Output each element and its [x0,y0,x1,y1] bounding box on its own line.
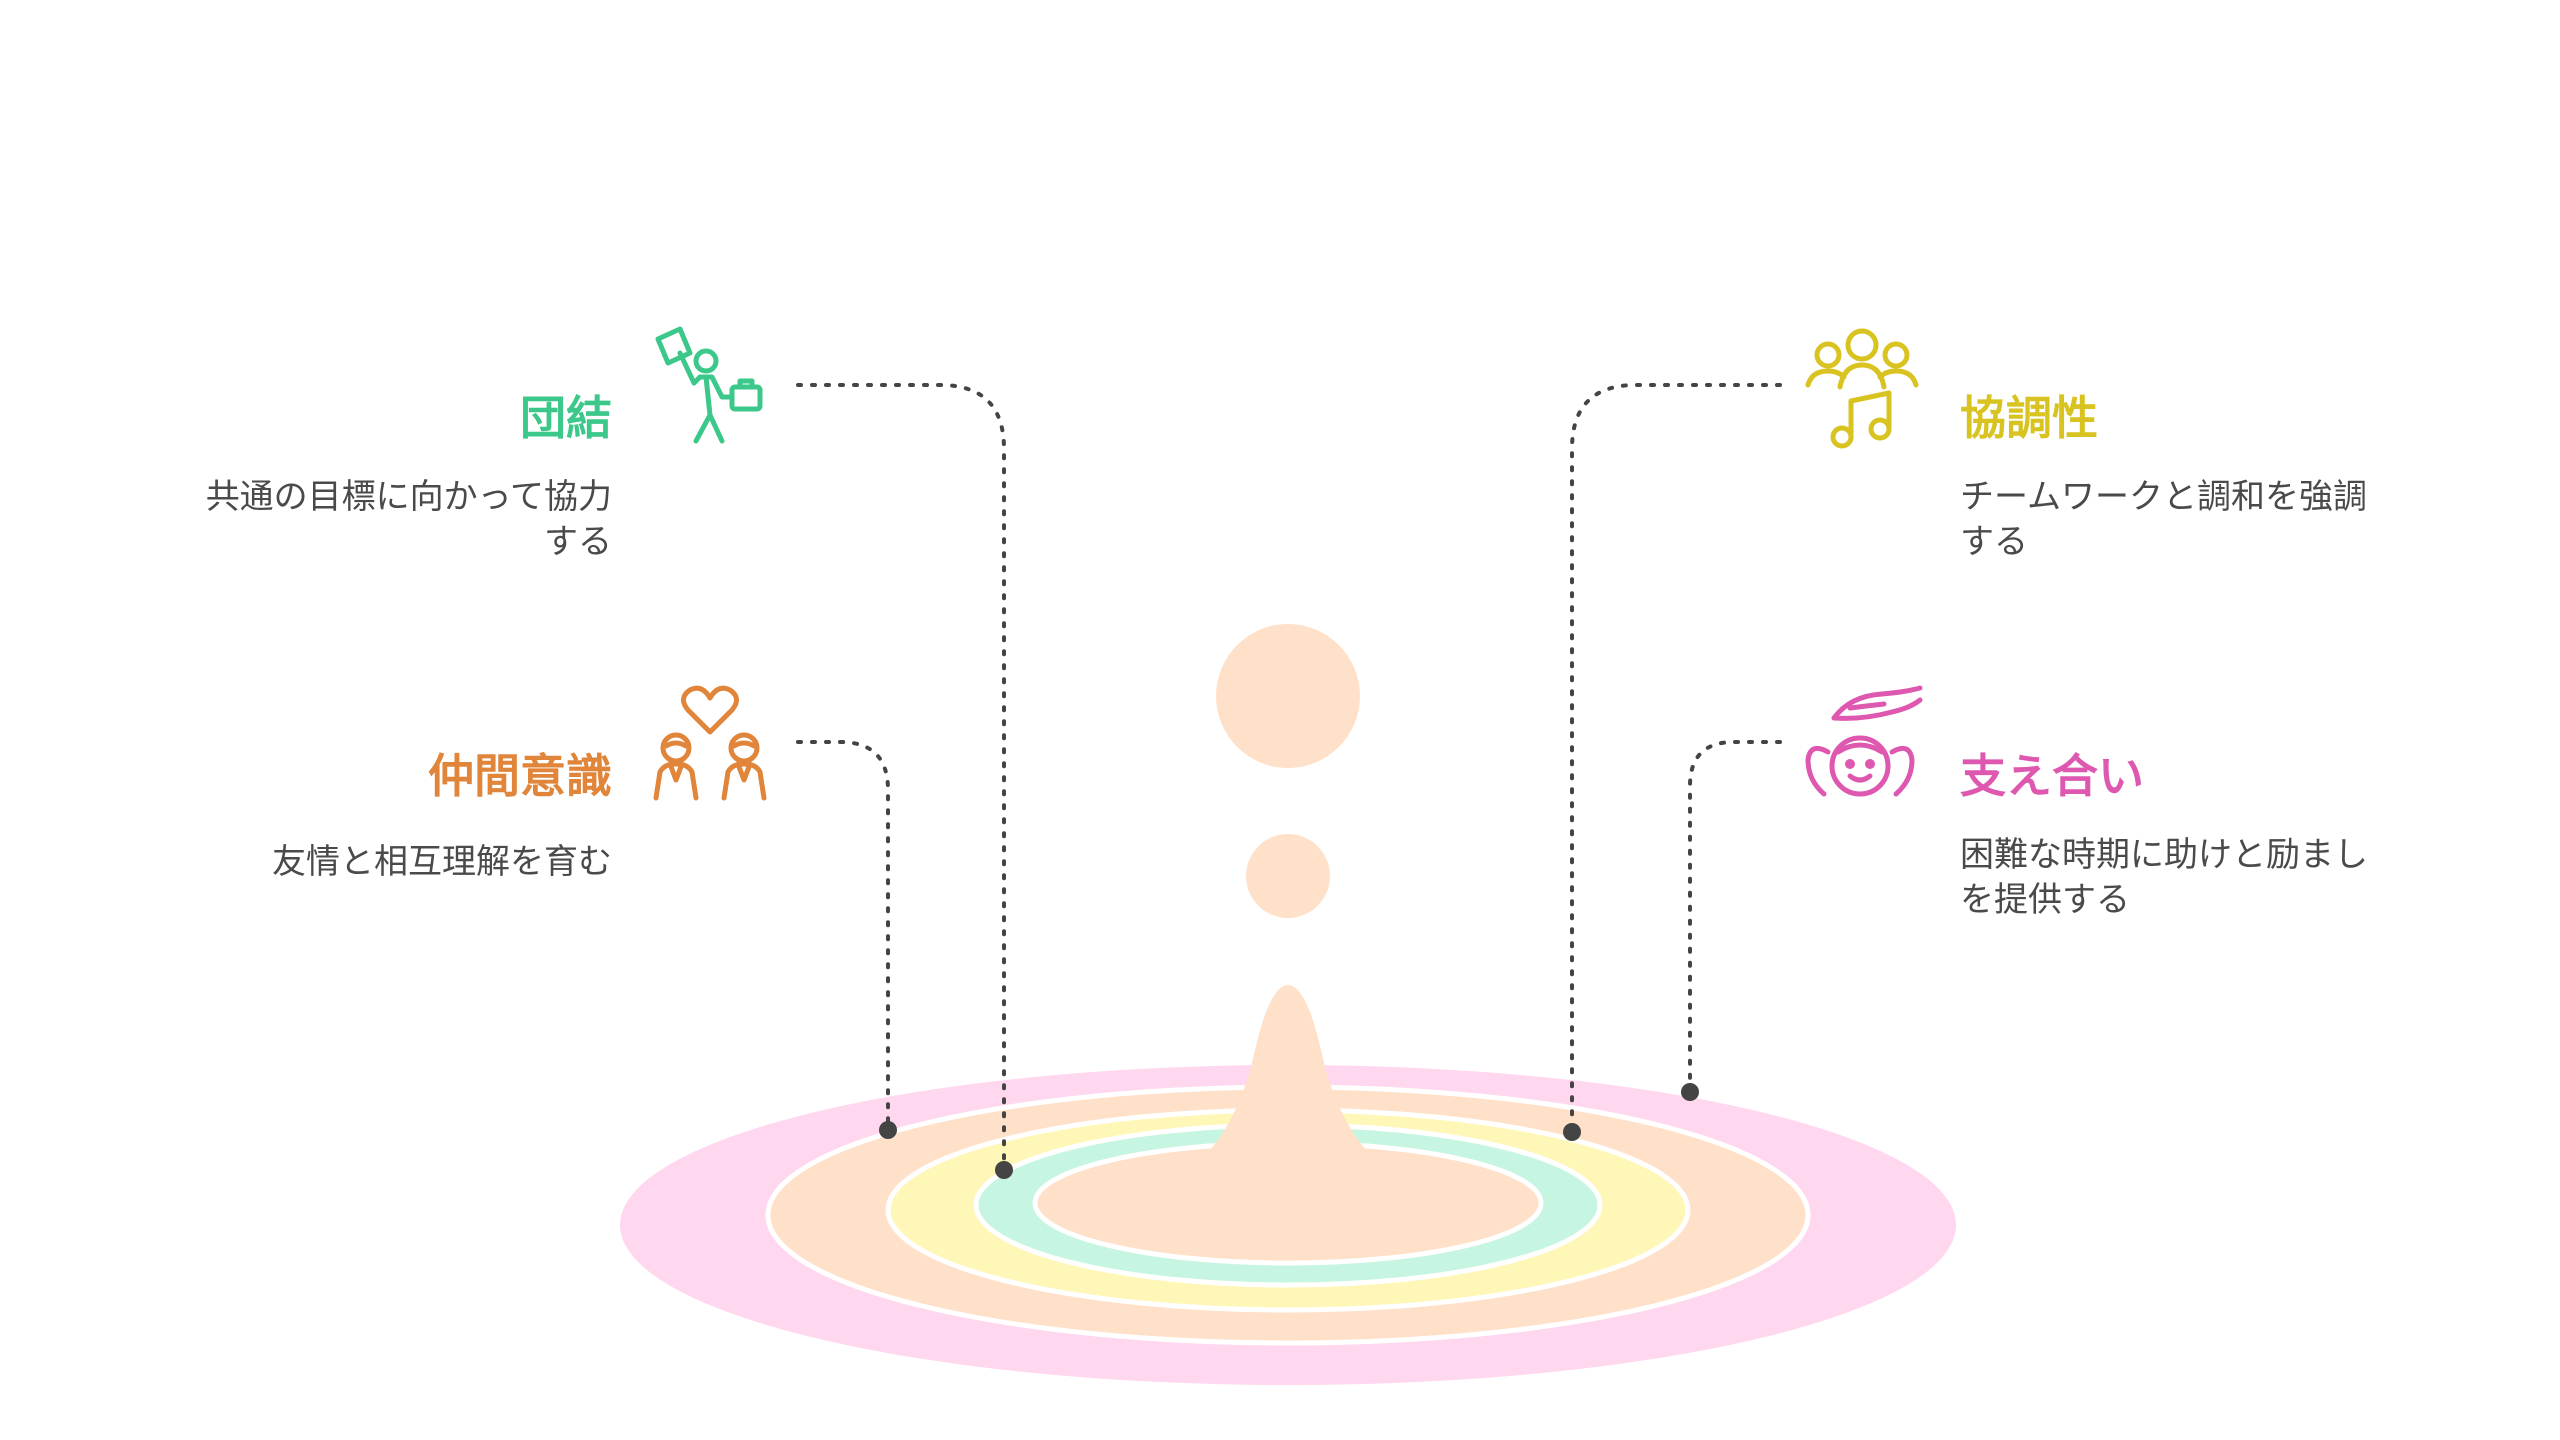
connector-harmony [1570,383,1782,1134]
desc-fellowship: 友情と相互理解を育む [272,842,612,882]
connector-support [1688,740,1782,1094]
connector-dot-unity [995,1161,1013,1179]
splash-column [1130,985,1446,1205]
two-people-heart-icon [653,685,767,801]
group-music-icon [1805,328,1919,449]
desc-harmony: チームワークと調和を強調する [1960,477,2367,562]
desc-unity: 共通の目標に向かって協力する [205,477,612,562]
connector-dot-harmony [1563,1123,1581,1141]
title-fellowship: 仲間意識 [428,749,612,803]
hand-child-icon [1805,685,1923,797]
title-unity: 団結 [520,391,612,445]
person-flag-icon [655,326,763,444]
connector-dot-fellowship [879,1121,897,1139]
title-support: 支え合い [1960,749,2144,803]
title-harmony: 協調性 [1960,391,2098,445]
desc-support: 困難な時期に助けと励ましを提供する [1960,835,2368,920]
connector-dot-support [1681,1083,1699,1101]
droplet-large [1216,624,1360,768]
connector-unity [796,383,1006,1172]
connector-fellowship [796,740,890,1132]
droplet-small [1246,834,1330,918]
